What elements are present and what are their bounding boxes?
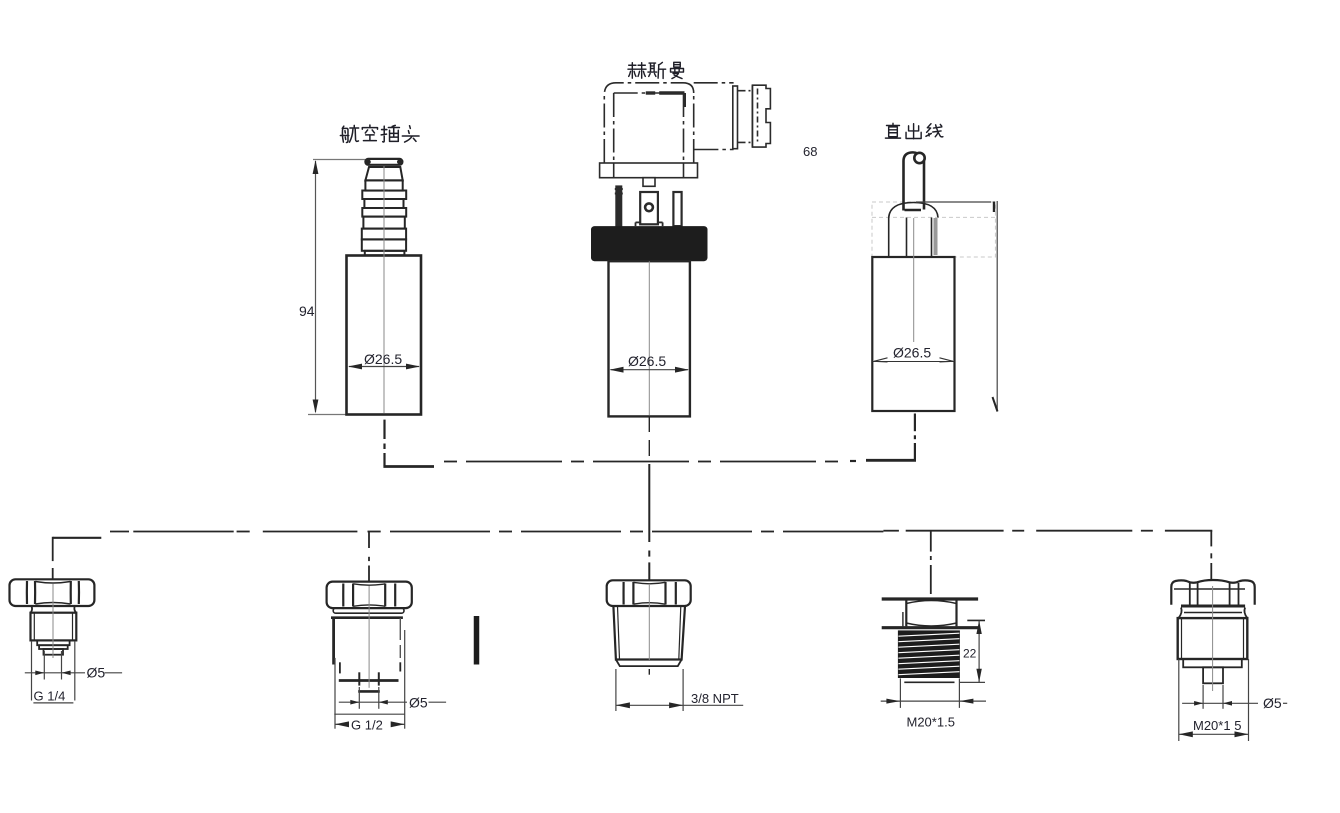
svg-text:Ø26.5: Ø26.5 (628, 353, 666, 369)
svg-text:94: 94 (299, 303, 315, 319)
svg-text:M20*1 5: M20*1 5 (1193, 718, 1241, 733)
svg-text:3/8 NPT: 3/8 NPT (691, 691, 739, 706)
svg-text:22: 22 (963, 647, 977, 661)
svg-text:G 1/2: G 1/2 (351, 718, 383, 733)
svg-text:Ø5: Ø5 (1263, 695, 1282, 711)
svg-text:Ø26.5: Ø26.5 (364, 351, 402, 367)
svg-text:Ø26.5: Ø26.5 (893, 345, 931, 361)
svg-text:G 1/4: G 1/4 (34, 689, 66, 704)
svg-text:M20*1.5: M20*1.5 (907, 715, 955, 730)
svg-text:Ø5: Ø5 (87, 665, 106, 681)
svg-text:Ø5: Ø5 (409, 695, 428, 711)
svg-text:68: 68 (803, 144, 817, 159)
